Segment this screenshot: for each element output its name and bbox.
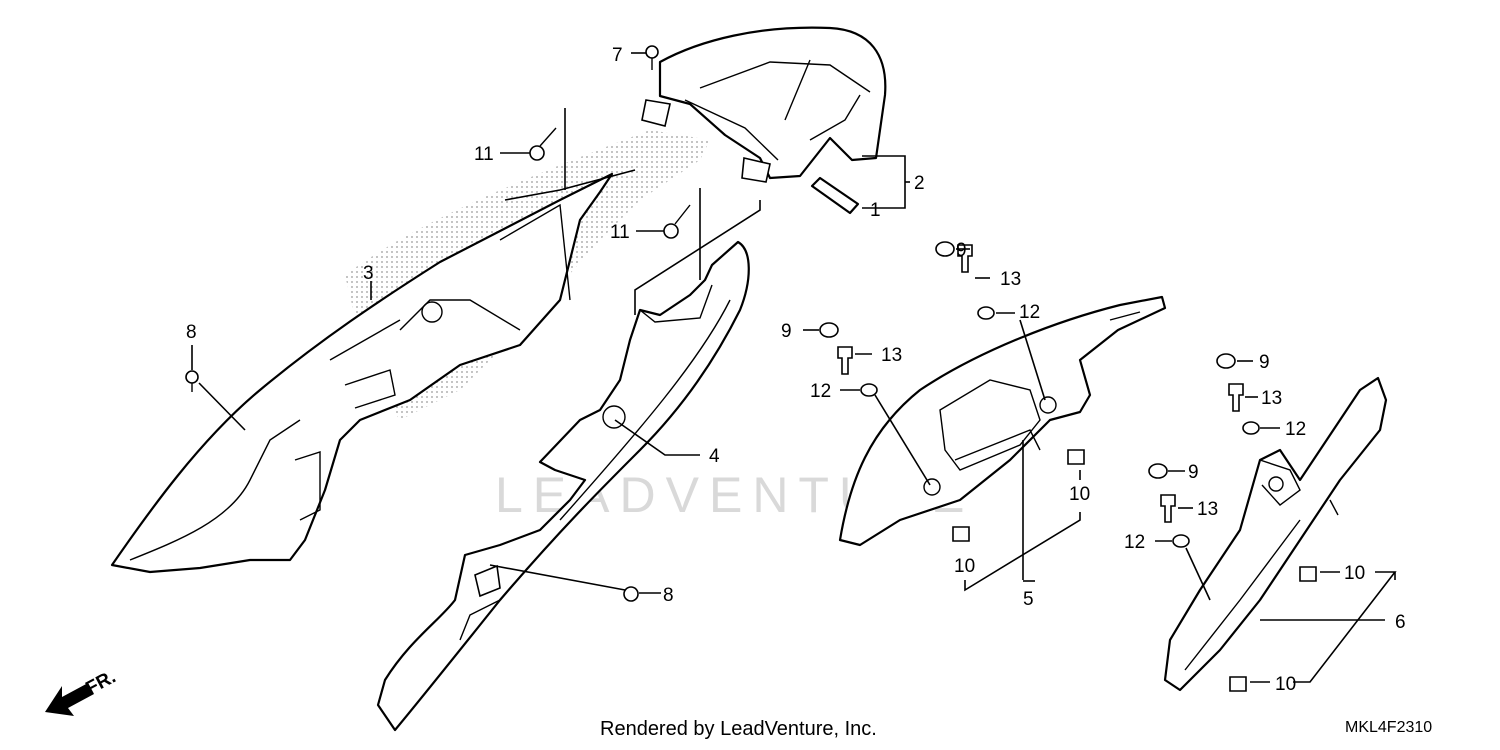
callout-9b: 9 (781, 321, 792, 342)
hardware (185, 45, 1317, 692)
front-direction-arrow: FR. (45, 667, 119, 716)
callout-13b: 13 (881, 345, 902, 366)
part-3-inner-cover (110, 130, 710, 574)
callout-2: 2 (914, 173, 925, 194)
callout-labels: 1 2 3 4 5 6 7 8 8 9 9 9 9 10 10 10 10 11… (186, 45, 1406, 695)
callout-10d: 10 (1275, 674, 1296, 695)
callout-13c: 13 (1261, 388, 1282, 409)
callout-12d: 12 (1124, 532, 1145, 553)
callout-9c: 9 (1259, 352, 1270, 373)
callout-10a: 10 (1069, 484, 1090, 505)
callout-8a: 8 (186, 322, 197, 343)
part-5-middle-cover (838, 295, 1167, 547)
part-6-side-cover-right (1163, 376, 1388, 692)
callout-7: 7 (612, 45, 623, 66)
part-1-cushion (810, 176, 860, 215)
callout-1: 1 (870, 200, 881, 221)
diagram-code: MKL4F2310 (1345, 719, 1433, 736)
callout-12a: 12 (1019, 302, 1040, 323)
callout-11a: 11 (474, 144, 494, 165)
callout-13d: 13 (1197, 499, 1218, 520)
part-4-side-cover-left (376, 240, 750, 732)
callout-9a: 9 (956, 240, 967, 261)
callout-11b: 11 (610, 222, 630, 243)
callout-5: 5 (1023, 589, 1034, 610)
callout-12c: 12 (1285, 419, 1306, 440)
leader-lines (191, 52, 1397, 683)
callout-13a: 13 (1000, 269, 1021, 290)
callout-6: 6 (1395, 612, 1406, 633)
callout-3: 3 (363, 263, 374, 284)
credit-text: Rendered by LeadVenture, Inc. (600, 718, 877, 740)
callout-4: 4 (709, 446, 720, 467)
callout-10c: 10 (1344, 563, 1365, 584)
part-2-seat-cowl (641, 26, 887, 183)
callout-8b: 8 (663, 585, 674, 606)
callout-10b: 10 (954, 556, 975, 577)
callout-9d: 9 (1188, 462, 1199, 483)
callout-12b: 12 (810, 381, 831, 402)
